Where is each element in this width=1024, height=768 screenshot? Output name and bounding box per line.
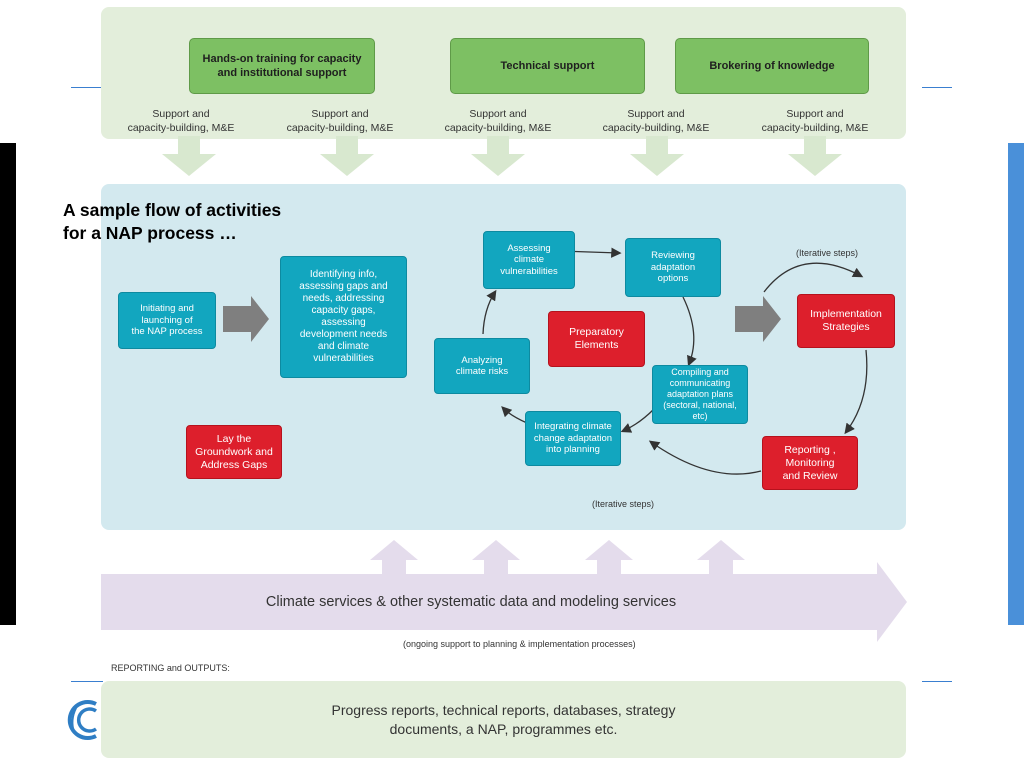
technical-support-box: Technical support bbox=[450, 38, 645, 94]
slide-heading: A sample flow of activities for a NAP pr… bbox=[63, 200, 282, 243]
brokering-knowledge-box: Brokering of knowledge bbox=[675, 38, 869, 94]
services-label: Climate services & other systematic data… bbox=[265, 594, 677, 610]
down-arrow bbox=[320, 136, 374, 176]
unfccc-logo bbox=[67, 700, 98, 740]
outputs-title: REPORTING and OUTPUTS: bbox=[111, 663, 230, 673]
divider-line bbox=[922, 87, 952, 88]
preparatory-elements-box: Preparatory Elements bbox=[548, 311, 645, 367]
up-arrow bbox=[472, 540, 520, 576]
services-note: (ongoing support to planning & implement… bbox=[403, 639, 636, 649]
up-arrow bbox=[697, 540, 745, 576]
support-label: Support and capacity-building, M&E bbox=[761, 108, 869, 134]
support-label: Support and capacity-building, M&E bbox=[602, 108, 710, 134]
analyzing-risks-box: Analyzing climate risks bbox=[434, 338, 530, 394]
up-arrow bbox=[370, 540, 418, 576]
up-arrow bbox=[585, 540, 633, 576]
right-side-bar bbox=[1008, 143, 1024, 625]
assessing-vulnerabilities-box: Assessing climate vulnerabilities bbox=[483, 231, 575, 289]
down-arrow bbox=[788, 136, 842, 176]
outputs-text: Progress reports, technical reports, dat… bbox=[331, 701, 676, 737]
gray-flow-arrow bbox=[735, 296, 781, 342]
flow-connectors bbox=[223, 247, 868, 475]
down-arrow bbox=[471, 136, 525, 176]
initiating-box: Initiating and launching of the NAP proc… bbox=[118, 292, 216, 349]
down-arrow bbox=[162, 136, 216, 176]
services-arrow bbox=[101, 562, 907, 642]
compiling-plans-box: Compiling and communicating adaptation p… bbox=[652, 365, 748, 424]
outputs-panel: Progress reports, technical reports, dat… bbox=[101, 681, 906, 758]
divider-line bbox=[71, 681, 103, 682]
training-box: Hands-on training for capacity and insti… bbox=[189, 38, 375, 94]
identifying-box: Identifying info, assessing gaps and nee… bbox=[280, 256, 407, 378]
down-arrow bbox=[630, 136, 684, 176]
implementation-strategies-box: Implementation Strategies bbox=[797, 294, 895, 348]
left-side-bar bbox=[0, 143, 16, 625]
gray-flow-arrow bbox=[223, 296, 269, 342]
divider-line bbox=[71, 87, 103, 88]
divider-line bbox=[922, 681, 952, 682]
iterative-steps-label: (Iterative steps) bbox=[592, 499, 655, 509]
integrating-planning-box: Integrating climate change adaptation in… bbox=[525, 411, 621, 466]
support-label: Support and capacity-building, M&E bbox=[444, 108, 552, 134]
iterative-steps-label: (Iterative steps) bbox=[796, 248, 859, 258]
reporting-monitoring-box: Reporting , Monitoring and Review bbox=[762, 436, 858, 490]
reviewing-options-box: Reviewing adaptation options bbox=[625, 238, 721, 297]
lay-groundwork-box: Lay the Groundwork and Address Gaps bbox=[186, 425, 282, 479]
support-label: Support and capacity-building, M&E bbox=[286, 108, 394, 134]
support-label: Support and capacity-building, M&E bbox=[127, 108, 235, 134]
